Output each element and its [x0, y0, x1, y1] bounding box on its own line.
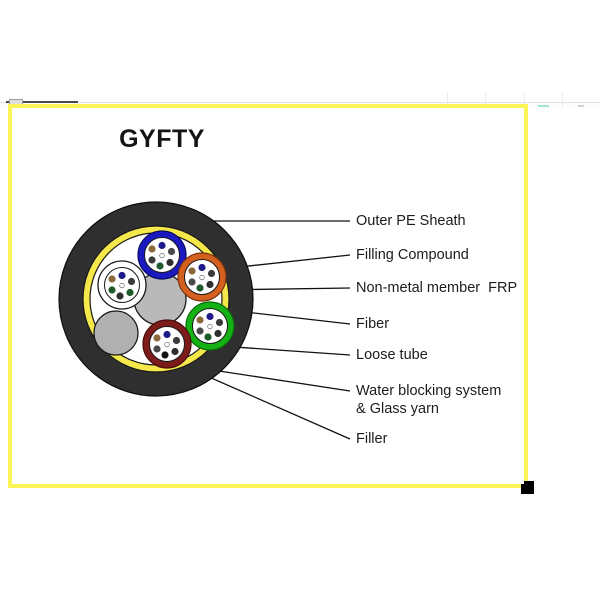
fiber-dot: [196, 284, 204, 292]
label-water-blocking-system: Water blocking system: [356, 383, 502, 399]
fiber-dot: [206, 312, 214, 321]
label-glass-yarn: & Glass yarn: [356, 401, 439, 417]
fiber-dot: [188, 278, 196, 286]
fiber-center-dot: [164, 341, 170, 348]
fiber-dot: [153, 334, 161, 342]
fiber-dot: [148, 256, 156, 264]
cable-cross-section-svg: [58, 201, 351, 440]
fiber-dot: [163, 330, 171, 339]
fiber-dot: [108, 275, 116, 283]
fiber-dot: [215, 318, 224, 327]
image-selection-frame[interactable]: [8, 104, 528, 488]
chrome-progress-bar: [6, 101, 78, 103]
fiber-dot: [118, 271, 126, 280]
fiber-dot: [172, 336, 181, 345]
loose-tube-green: [185, 301, 235, 351]
label-filler: Filler: [356, 431, 388, 447]
label-fiber: Fiber: [356, 316, 390, 332]
fiber-center-dot: [159, 252, 165, 259]
fiber-dot: [207, 269, 216, 278]
fiber-dot: [161, 351, 169, 359]
fiber-dot: [126, 288, 134, 297]
fiber-dot: [108, 286, 116, 294]
label-non-metal-frp: Non-metal member FRP: [356, 280, 518, 296]
fiber-dot: [156, 262, 164, 270]
fiber-dot: [196, 316, 204, 324]
chrome-toolbar-item-5[interactable]: [563, 92, 600, 108]
chrome-divider: [0, 102, 600, 103]
loose-tube-dark-red: [142, 319, 192, 369]
fiber-dot: [206, 280, 214, 289]
fiber-dot: [127, 277, 136, 286]
fiber-dot: [196, 327, 204, 335]
fiber-dot: [166, 258, 174, 267]
fiber-dot: [214, 329, 222, 338]
selection-resize-handle[interactable]: [521, 481, 534, 494]
fiber-dot: [158, 241, 166, 250]
fiber-center-dot: [199, 274, 205, 281]
chrome-toolbar-item-4[interactable]: [525, 92, 563, 108]
toolbar-glyph-icon: [578, 105, 585, 107]
diagram-title: GYFTY: [119, 125, 205, 153]
toolbar-glyph-icon: [537, 105, 549, 107]
label-filling-compound: Filling Compound: [356, 247, 469, 263]
fiber-dot: [167, 247, 176, 256]
fiber-dot: [153, 345, 161, 353]
loose-tube-blue: [137, 230, 187, 280]
loose-tube-orange: [177, 252, 227, 302]
fiber-dot: [188, 267, 196, 275]
fiber-center-dot: [207, 323, 213, 330]
fiber-dot: [171, 347, 179, 356]
loose-tube-white: [97, 260, 147, 310]
fiber-dot: [148, 245, 156, 253]
fiber-center-dot: [119, 282, 125, 289]
label-loose-tube: Loose tube: [356, 347, 428, 363]
filler-rod-lower-left: [93, 310, 139, 356]
diagram-canvas: GYFTY: [12, 108, 524, 484]
fiber-dot: [204, 333, 212, 341]
label-outer-pe-sheath: Outer PE Sheath: [356, 213, 466, 229]
fiber-dot: [198, 263, 206, 272]
fiber-dot: [116, 292, 124, 300]
